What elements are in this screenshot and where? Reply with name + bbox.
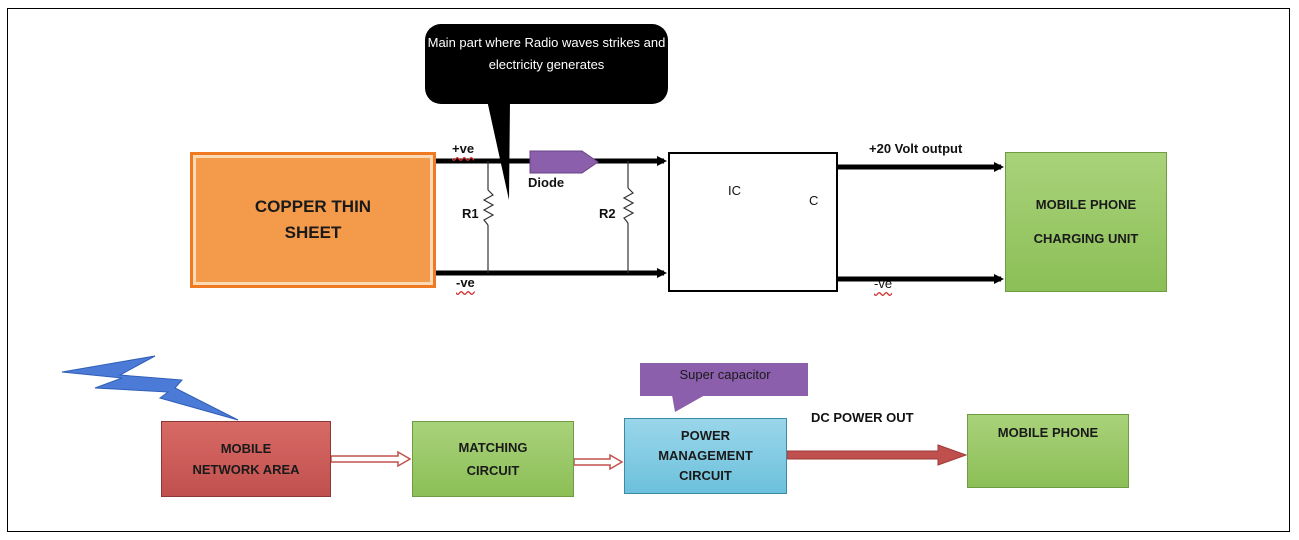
power-line1: POWER	[680, 428, 731, 443]
matching-line1: MATCHING	[458, 440, 528, 455]
super-capacitor-label: Super capacitor	[679, 367, 771, 382]
circuit-box	[668, 152, 838, 292]
mobile-phone-box: MOBILE PHONE	[967, 414, 1129, 488]
dc-power-out-label: DC POWER OUT	[811, 410, 914, 425]
copper-sheet-label: COPPER THIN SHEET	[254, 197, 372, 242]
output-negative-label: -ve	[874, 276, 893, 291]
network-line2: NETWORK AREA	[192, 462, 300, 477]
super-capacitor-callout	[640, 363, 808, 412]
callout-text: Main part where Radio waves strikes and …	[427, 35, 666, 72]
diode-label: Diode	[528, 175, 565, 190]
r2-label: R2	[599, 206, 616, 221]
charging-unit-line1: MOBILE PHONE	[1035, 197, 1137, 212]
ic-label: IC	[728, 183, 741, 198]
mobile-network-area-box: MOBILE NETWORK AREA	[161, 421, 331, 497]
charging-unit-box: MOBILE PHONE CHARGING UNIT	[1005, 152, 1167, 292]
output-label: +20 Volt output	[869, 141, 963, 156]
lightning-bolt-icon	[61, 355, 239, 421]
matching-line2: CIRCUIT	[466, 463, 520, 478]
mobile-phone-label: MOBILE PHONE	[997, 425, 1099, 440]
power-line3: CIRCUIT	[679, 468, 732, 483]
network-line1: MOBILE	[220, 441, 272, 456]
arrow-matching-to-power	[573, 453, 624, 471]
positive-label: +ve	[452, 141, 475, 156]
capacitor-label: C	[809, 193, 819, 208]
diode-icon	[529, 150, 599, 174]
resistor-r2	[622, 161, 635, 273]
diagram-frame	[7, 8, 1290, 532]
resistor-r1	[482, 161, 495, 273]
power-management-circuit-box: POWER MANAGEMENT CIRCUIT	[624, 418, 787, 494]
charging-unit-line2: CHARGING UNIT	[1033, 231, 1139, 246]
matching-circuit-box: MATCHING CIRCUIT	[412, 421, 574, 497]
power-line2: MANAGEMENT	[658, 448, 753, 463]
negative-label: -ve	[456, 275, 475, 290]
r1-label: R1	[462, 206, 479, 221]
speech-callout	[425, 24, 668, 200]
arrow-power-to-phone	[786, 444, 968, 466]
copper-thin-sheet-box: COPPER THIN SHEET	[190, 152, 436, 288]
arrow-network-to-matching	[330, 450, 412, 468]
